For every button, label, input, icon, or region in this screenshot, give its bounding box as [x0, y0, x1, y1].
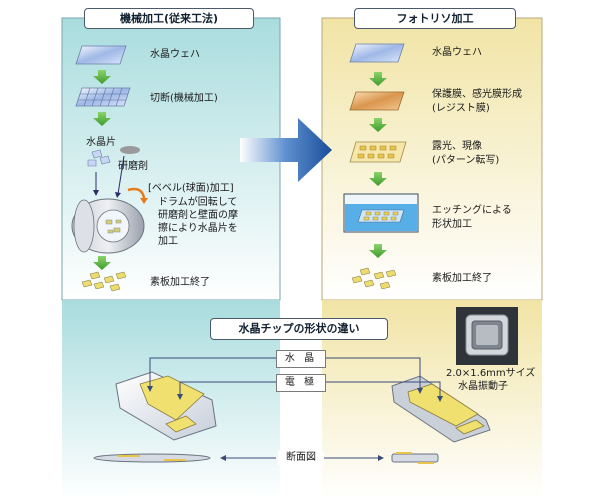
left-wafer-label: 水晶ウェハ — [150, 49, 200, 60]
left-wafer-shape — [75, 45, 127, 65]
left-flow-arrows — [93, 70, 111, 270]
left-finish-label: 素板加工終了 — [150, 277, 210, 288]
cross-section-label: 断面図 — [278, 451, 324, 465]
process-comparison-arrow — [240, 118, 332, 182]
drum-shape — [71, 155, 148, 254]
abrasive-label: 研磨剤 — [118, 161, 148, 172]
cut-wafer-shape — [75, 87, 131, 107]
protect-label-line-1: 保護膜、感光膜形成 — [432, 89, 522, 100]
protect-label-line-2: (レジスト膜) — [432, 103, 490, 114]
comparison-title: 水晶チップの形状の違い — [210, 318, 388, 340]
exposed-wafer-shape — [349, 141, 407, 163]
cutting-label: 切断(機械加工) — [150, 93, 218, 104]
quartz-pieces-label: 水晶片 — [86, 137, 116, 148]
photo-caption-line-1: 2.0×1.6mmサイズ — [446, 368, 536, 379]
bevel-desc-line-3: 擦により水晶片を — [158, 223, 238, 234]
etch-label-line-2: 形状加工 — [432, 219, 472, 230]
quartz-pieces-shape — [87, 149, 111, 167]
resist-wafer-shape — [349, 91, 405, 111]
right-finish-label: 素板加工終了 — [432, 273, 492, 284]
expose-label-line-1: 露光、現像 — [432, 141, 482, 152]
electrode-label: 電 極 — [276, 374, 326, 392]
cross-section-shapes — [93, 452, 439, 464]
right-finished-blanks — [351, 267, 397, 290]
expose-label-line-2: (パターン転写) — [432, 155, 500, 166]
left-crystal-chip — [115, 371, 217, 441]
bevel-desc-line-1: ドラムが回転して — [158, 197, 238, 208]
bevel-title-label: [ベベル(球面)加工] — [148, 183, 234, 194]
crystal-unit-photo — [456, 307, 518, 365]
etch-label-line-1: エッチングによる — [432, 205, 512, 216]
label-leader-lines — [149, 357, 441, 398]
crystal-label: 水 晶 — [276, 350, 326, 368]
left-panel-title: 機械加工(従来工法) — [84, 8, 254, 29]
left-finished-blanks — [81, 271, 127, 292]
abrasive-pile — [120, 146, 140, 154]
right-wafer-shape — [349, 43, 405, 63]
right-wafer-label: 水晶ウェハ — [432, 47, 482, 58]
bevel-desc-line-4: 加工 — [158, 236, 178, 247]
etching-bath-shape — [343, 193, 419, 233]
right-panel-title: フォトリソ加工 — [354, 8, 516, 29]
bevel-desc-line-2: 研磨剤と壁面の摩 — [158, 210, 238, 221]
photo-caption-line-2: 水晶振動子 — [458, 381, 508, 392]
right-flow-arrows — [369, 72, 387, 258]
